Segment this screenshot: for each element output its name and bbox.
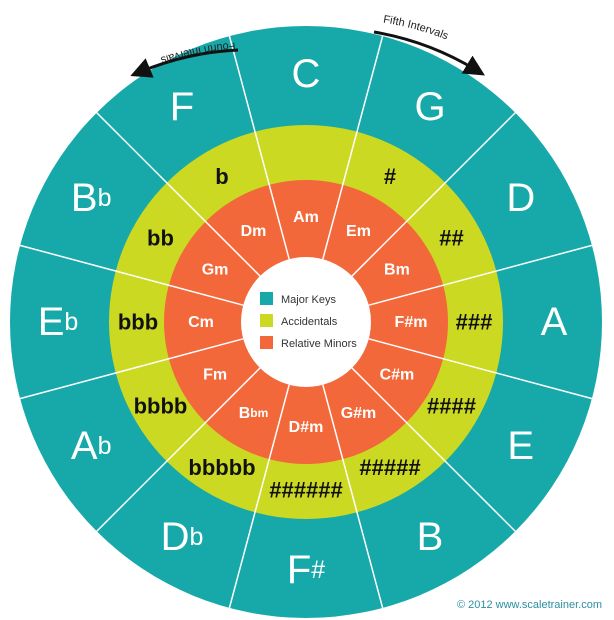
minor-key-label: Bbm [239, 404, 269, 421]
accidentals-label: bbbb [134, 394, 188, 419]
major-key-label: F [170, 85, 194, 129]
fourth-arrow-icon [130, 48, 239, 78]
major-key-label-letter: C [292, 52, 321, 96]
major-key-label-letter: A [541, 300, 568, 344]
accidentals-label: ##### [359, 455, 420, 480]
accidentals-label: bb [147, 226, 174, 251]
legend-swatch-minors [260, 336, 273, 349]
major-key-label-letter: F [287, 548, 311, 592]
minor-key-label-letter: B [239, 404, 251, 421]
major-key-label-suffix: b [64, 308, 78, 336]
segment-divider [368, 243, 596, 306]
segment-divider [368, 338, 596, 401]
accidentals-label: bbb [118, 310, 158, 335]
major-key-label: G [414, 85, 445, 129]
minor-key-label: Em [346, 223, 371, 240]
major-key-label: E [507, 424, 534, 468]
minor-key-label: Bm [384, 261, 410, 278]
accidentals-label: #### [427, 394, 476, 419]
minor-key-label: Cm [188, 314, 214, 331]
minor-key-label-letter: Em [346, 223, 371, 240]
minor-key-label: C#m [380, 366, 415, 383]
major-key-label-letter: D [506, 176, 535, 220]
legend: Major Keys Accidentals Relative Minors [260, 292, 357, 350]
legend-swatch-major [260, 292, 273, 305]
major-key-label: A [541, 300, 568, 344]
segment-divider [351, 109, 519, 277]
accidentals-label: ## [439, 226, 463, 251]
major-key-label-letter: D [161, 515, 190, 559]
major-key-label: D [506, 176, 535, 220]
major-key-label: F# [287, 548, 325, 592]
minor-key-label: G#m [341, 404, 377, 421]
accidentals-label: bbbbb [188, 455, 255, 480]
center-disc [241, 257, 371, 387]
accidentals-label: ### [456, 310, 493, 335]
minor-key-label: Gm [202, 261, 229, 278]
segment-labels: CAmGEm#DBm##AF#m###EC#m####BG#m#####F#D#… [38, 52, 568, 592]
accidentals-label: ###### [269, 478, 342, 503]
segment-divider [322, 384, 385, 612]
minor-key-label-letter: Gm [202, 261, 229, 278]
major-key-label-suffix: b [189, 523, 203, 551]
minor-key-label-letter: F#m [395, 314, 428, 331]
minor-key-label-letter: C#m [380, 366, 415, 383]
fifth-arrow-icon [373, 30, 485, 76]
major-key-label: Db [161, 515, 204, 559]
major-key-label-letter: A [71, 424, 98, 468]
major-key-label: Bb [71, 176, 112, 220]
segment-divider [322, 32, 385, 260]
segment-divider [16, 338, 244, 401]
minor-key-label: Fm [203, 366, 227, 383]
minor-key-label: D#m [289, 419, 324, 436]
major-key-label-letter: G [414, 85, 445, 129]
legend-swatch-accidentals [260, 314, 273, 327]
major-key-label: B [417, 515, 444, 559]
minor-key-label-letter: Bm [384, 261, 410, 278]
accidentals-label: b [215, 164, 228, 189]
segment-divider [227, 384, 290, 612]
minor-key-label-letter: Am [293, 209, 319, 226]
minor-key-label: F#m [395, 314, 428, 331]
copyright-text[interactable]: © 2012 www.scaletrainer.com [457, 599, 602, 611]
segment-divider [93, 367, 261, 535]
major-key-label: Eb [38, 300, 79, 344]
legend-label-accidentals: Accidentals [281, 316, 338, 328]
major-key-label-suffix: b [98, 184, 112, 212]
segment-divider [16, 243, 244, 306]
minor-key-label: Dm [241, 223, 267, 240]
segment-dividers [16, 32, 596, 612]
major-key-label-suffix: # [311, 556, 325, 584]
major-key-label-letter: F [170, 85, 194, 129]
minor-key-label-suffix: bm [250, 406, 268, 420]
minor-key-label-letter: Cm [188, 314, 214, 331]
minor-key-label-letter: Dm [241, 223, 267, 240]
major-key-label-letter: B [417, 515, 444, 559]
major-key-label-suffix: b [98, 432, 112, 460]
minor-key-label-letter: Fm [203, 366, 227, 383]
segment-divider [93, 109, 261, 277]
minor-key-label: Am [293, 209, 319, 226]
accidentals-label: # [384, 164, 396, 189]
major-key-label-letter: B [71, 176, 98, 220]
major-key-label-letter: E [507, 424, 534, 468]
legend-label-minors: Relative Minors [281, 338, 357, 350]
minor-key-label-letter: D#m [289, 419, 324, 436]
segment-divider [227, 32, 290, 260]
minor-key-label-letter: G#m [341, 404, 377, 421]
major-key-label: C [292, 52, 321, 96]
segment-divider [351, 367, 519, 535]
major-key-label-letter: E [38, 300, 65, 344]
legend-label-major: Major Keys [281, 294, 337, 306]
major-key-label: Ab [71, 424, 112, 468]
fifth-intervals-label: Fifth Intervals [382, 14, 450, 43]
